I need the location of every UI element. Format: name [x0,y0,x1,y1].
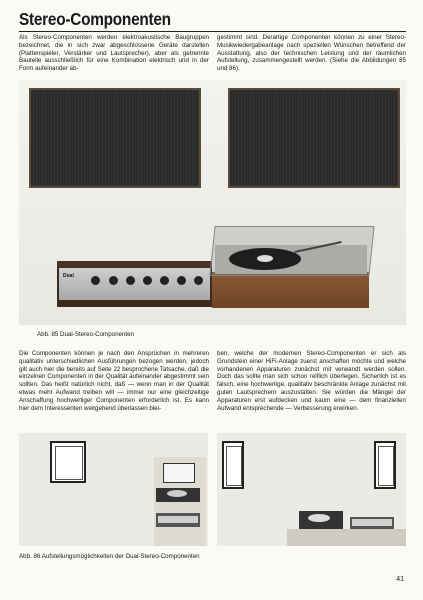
knob-4 [143,276,152,285]
turntable-plinth [212,272,369,308]
record-label [257,255,273,262]
knob-6 [177,276,186,285]
intro-right-column: gestimmt sind. Derartige Componenten kön… [217,34,406,73]
knob-3 [126,276,135,285]
amplifier: Dual [57,261,212,307]
body-left-column: Die Componenten können je nach den Anspr… [19,350,209,412]
page-number: 41 [396,576,404,583]
right-speaker [228,88,400,188]
wall-speaker-left-inner [55,446,83,480]
intro-left-text: Als Stereo-Componenten werden elektroaku… [19,34,209,73]
shelf-speaker [163,463,195,483]
figure-85-caption: Abb. 85 Dual-Stereo-Componenten [37,331,134,338]
wall-speaker-a-inner [226,446,242,486]
left-speaker [29,88,201,188]
title-rule [19,31,406,32]
table-turntable-platter [308,514,330,522]
figure-86-caption: Abb. 86 Aufstellungsmöglichkeiten der Du… [19,553,200,560]
shelf-amplifier-panel [158,516,198,523]
body-right-text: ben, welche der modernen Stereo-Componen… [217,350,406,412]
figure-85-photo: Dual [19,80,406,325]
amplifier-panel [59,268,210,300]
knob-1 [91,276,100,285]
amplifier-top [57,261,212,268]
knob-2 [109,276,118,285]
page-title: Stereo-Componenten [19,9,171,29]
figure-86-right-scene [217,433,406,546]
figure-86-left-scene [19,433,208,546]
body-left-text: Die Componenten können je nach den Anspr… [19,350,209,412]
wall-speaker-left [50,441,86,483]
table-amplifier-panel [352,519,392,526]
intro-right-text: gestimmt sind. Derartige Componenten kön… [217,34,406,73]
intro-left-column: Als Stereo-Componenten werden elektroaku… [19,34,209,73]
wall-speaker-b-inner [378,446,394,486]
shelf-turntable-platter [167,490,187,497]
wall-speaker-a [222,441,244,489]
body-right-column: ben, welche der modernen Stereo-Componen… [217,350,406,412]
knob-5 [160,276,169,285]
low-table [287,529,406,546]
knob-7 [194,276,203,285]
dual-logo: Dual [63,273,74,279]
wall-speaker-b [374,441,396,489]
